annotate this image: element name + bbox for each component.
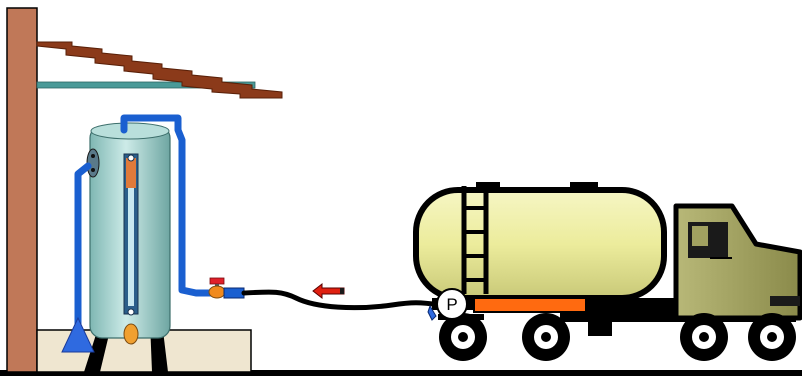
roof-beam	[36, 81, 256, 89]
building-wall	[6, 7, 38, 373]
chassis-stripe	[473, 297, 587, 313]
drain-funnel	[61, 316, 95, 353]
ground-line	[0, 370, 802, 376]
pump-icon: P	[427, 288, 468, 321]
inlet-valve-icon	[208, 277, 245, 299]
roof-tiles	[36, 41, 283, 99]
pump-label: P	[446, 295, 457, 314]
tanker-truck	[413, 182, 802, 361]
delivery-hose	[241, 289, 443, 311]
tank-ladder	[461, 186, 489, 294]
storage-tank	[89, 122, 171, 339]
pipe-network	[74, 114, 216, 334]
drain-valve-icon	[123, 323, 139, 345]
roof	[36, 41, 283, 99]
truck-tank	[413, 187, 667, 301]
truck-wheels	[439, 313, 796, 361]
flow-direction-arrow-icon	[312, 282, 345, 300]
